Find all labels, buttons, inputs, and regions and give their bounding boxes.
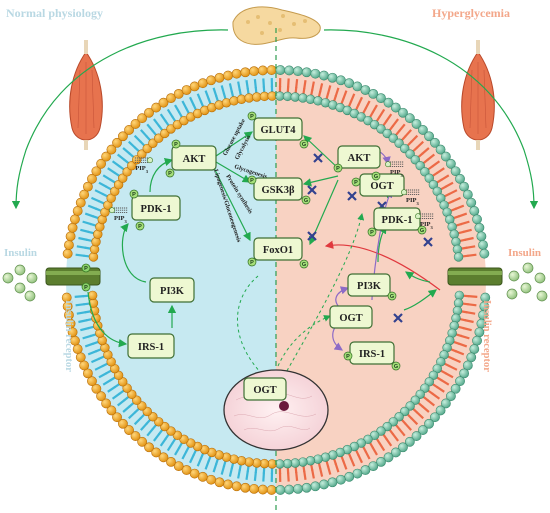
node-pi3k-right: PI3K bbox=[347, 273, 391, 297]
svg-text:P: P bbox=[354, 180, 358, 186]
node-ogt-right-top: OGT bbox=[359, 173, 405, 197]
svg-text:PIP3: PIP3 bbox=[135, 165, 148, 174]
svg-text:IRS-1: IRS-1 bbox=[138, 342, 164, 353]
svg-text:PDK-1: PDK-1 bbox=[382, 215, 413, 226]
svg-text:PDK-1: PDK-1 bbox=[141, 204, 172, 215]
svg-text:FoxO1: FoxO1 bbox=[263, 245, 293, 256]
node-akt-left: AKT bbox=[171, 145, 217, 171]
svg-text:G: G bbox=[302, 262, 306, 268]
svg-text:PIP3: PIP3 bbox=[420, 221, 433, 230]
svg-text:P: P bbox=[370, 230, 374, 236]
node-gsk3b: GSK3β bbox=[253, 177, 303, 201]
title-normal-physiology: Normal physiology bbox=[6, 6, 103, 20]
node-irs1-right: IRS-1 bbox=[349, 341, 395, 365]
insulin-label-right: Insulin bbox=[508, 247, 541, 259]
muscle-left-icon bbox=[69, 40, 103, 150]
svg-text:G: G bbox=[304, 198, 308, 204]
insulin-receptor-left: P P bbox=[45, 263, 101, 292]
insulin-label-left: Insulin bbox=[4, 247, 37, 259]
svg-text:GSK3β: GSK3β bbox=[262, 185, 295, 196]
svg-text:PIP3: PIP3 bbox=[406, 197, 419, 206]
svg-text:OGT: OGT bbox=[370, 181, 393, 192]
svg-text:OGT: OGT bbox=[339, 313, 362, 324]
svg-text:G: G bbox=[394, 364, 398, 370]
pancreas-icon bbox=[232, 6, 321, 45]
svg-text:P: P bbox=[132, 192, 136, 198]
insulin-molecules-right bbox=[506, 262, 548, 302]
node-akt-right: AKT bbox=[337, 145, 381, 169]
svg-text:P: P bbox=[250, 178, 254, 184]
muscle-right-icon bbox=[461, 40, 495, 150]
svg-text:P: P bbox=[346, 354, 350, 360]
node-irs1-left: IRS-1 bbox=[127, 333, 175, 359]
node-glut4: GLUT4 bbox=[253, 117, 303, 141]
title-hyperglycemia: Hyperglycemia bbox=[432, 6, 510, 20]
svg-text:PIP3: PIP3 bbox=[114, 215, 127, 224]
svg-text:P: P bbox=[84, 266, 88, 272]
node-pdk1-left: PDK-1 bbox=[131, 195, 181, 221]
svg-text:PIP3: PIP3 bbox=[390, 169, 403, 178]
svg-text:GLUT4: GLUT4 bbox=[260, 125, 296, 136]
node-pdk1-right: PDK-1 bbox=[373, 207, 421, 231]
svg-text:P: P bbox=[84, 285, 88, 291]
nucleus-ogt-label: OGT bbox=[253, 385, 276, 396]
svg-text:G: G bbox=[374, 174, 378, 180]
nucleus: OGT bbox=[223, 369, 329, 451]
node-pi3k-left: PI3K bbox=[149, 277, 195, 303]
modification-badges: P P P P P P P G G G P P G P G G P G bbox=[129, 111, 427, 371]
insulin-receptor-right bbox=[447, 267, 503, 286]
svg-text:P: P bbox=[168, 171, 172, 177]
node-ogt-right-mid: OGT bbox=[329, 305, 373, 329]
svg-text:IRS-1: IRS-1 bbox=[359, 349, 385, 360]
svg-text:G: G bbox=[390, 294, 394, 300]
svg-text:AKT: AKT bbox=[348, 153, 371, 164]
cell-membrane bbox=[61, 65, 491, 495]
insulin-molecules-left bbox=[2, 264, 38, 302]
node-foxo1: FoxO1 bbox=[253, 237, 303, 261]
insulin-receptor-label-right: Insulin receptor bbox=[481, 300, 492, 372]
svg-text:AKT: AKT bbox=[183, 154, 206, 165]
svg-text:PI3K: PI3K bbox=[160, 286, 185, 297]
svg-text:G: G bbox=[302, 142, 306, 148]
insulin-receptor-label-left: Insulin receptor bbox=[63, 300, 74, 372]
svg-text:PI3K: PI3K bbox=[357, 281, 382, 292]
svg-text:G: G bbox=[420, 228, 424, 234]
svg-text:P: P bbox=[138, 224, 142, 230]
svg-text:P: P bbox=[174, 142, 178, 148]
svg-text:P: P bbox=[250, 114, 254, 120]
svg-text:P: P bbox=[336, 166, 340, 172]
svg-text:P: P bbox=[250, 260, 254, 266]
